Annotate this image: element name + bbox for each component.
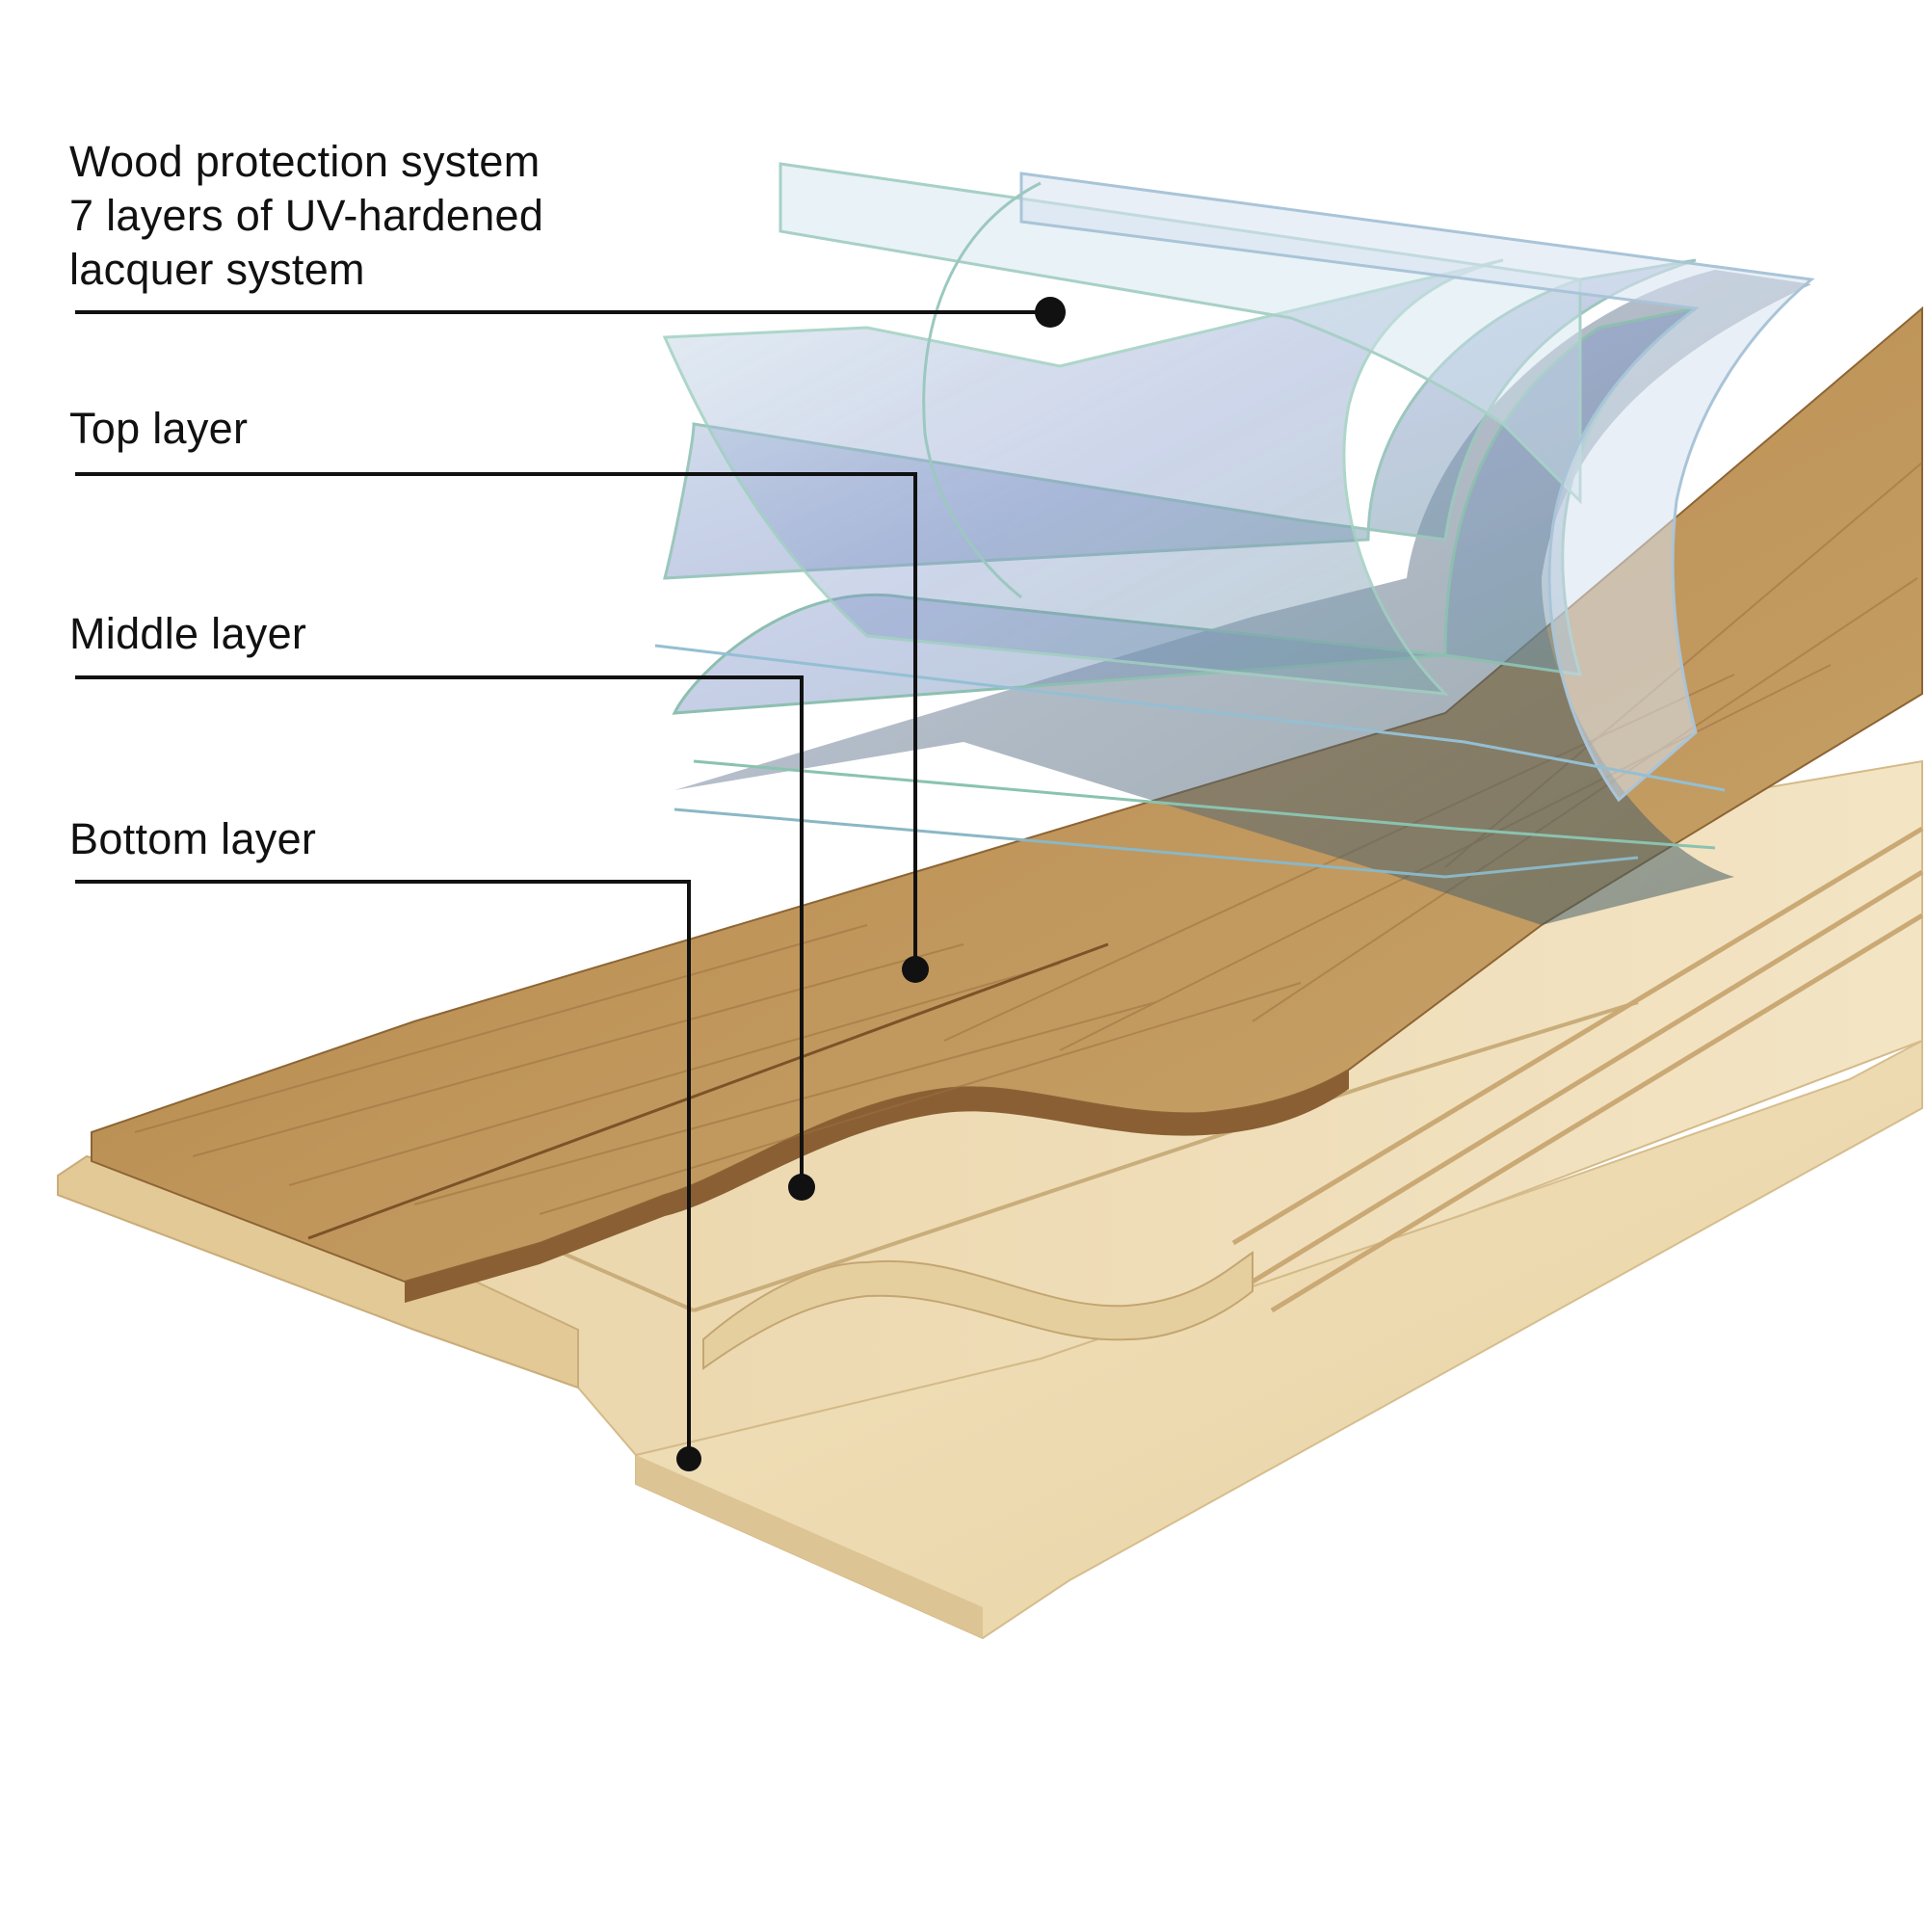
- oak-plank-joint: [307, 942, 1109, 1240]
- side-edge-grooves: [1231, 826, 1924, 1313]
- label-middle-layer: Middle layer: [69, 609, 307, 658]
- bottom-layer-face: [636, 1455, 983, 1638]
- leader-middle-layer: [75, 675, 804, 1187]
- dot-bottom-layer: [676, 1446, 701, 1471]
- label-protection-line2: 7 layers of UV-hardened: [69, 191, 544, 240]
- label-protection-line3: lacquer system: [69, 245, 365, 294]
- top-layer-wave-edge: [405, 1070, 1349, 1303]
- leader-lines: [75, 310, 1050, 1459]
- label-protection-line1: Wood protection system: [69, 137, 541, 186]
- leader-top-layer: [75, 472, 917, 969]
- dot-protection: [1035, 297, 1066, 328]
- dot-top-layer: [902, 956, 929, 983]
- label-wood-protection-system: Wood protection system 7 layers of UV-ha…: [69, 135, 543, 297]
- label-bottom-layer: Bottom layer: [69, 814, 317, 863]
- label-top-layer: Top layer: [69, 404, 249, 453]
- dot-middle-layer: [788, 1174, 815, 1201]
- leader-bottom-layer: [75, 880, 691, 1459]
- middle-layer-wave-cut: [702, 1251, 1254, 1370]
- lacquer-film-layers: [654, 162, 1815, 925]
